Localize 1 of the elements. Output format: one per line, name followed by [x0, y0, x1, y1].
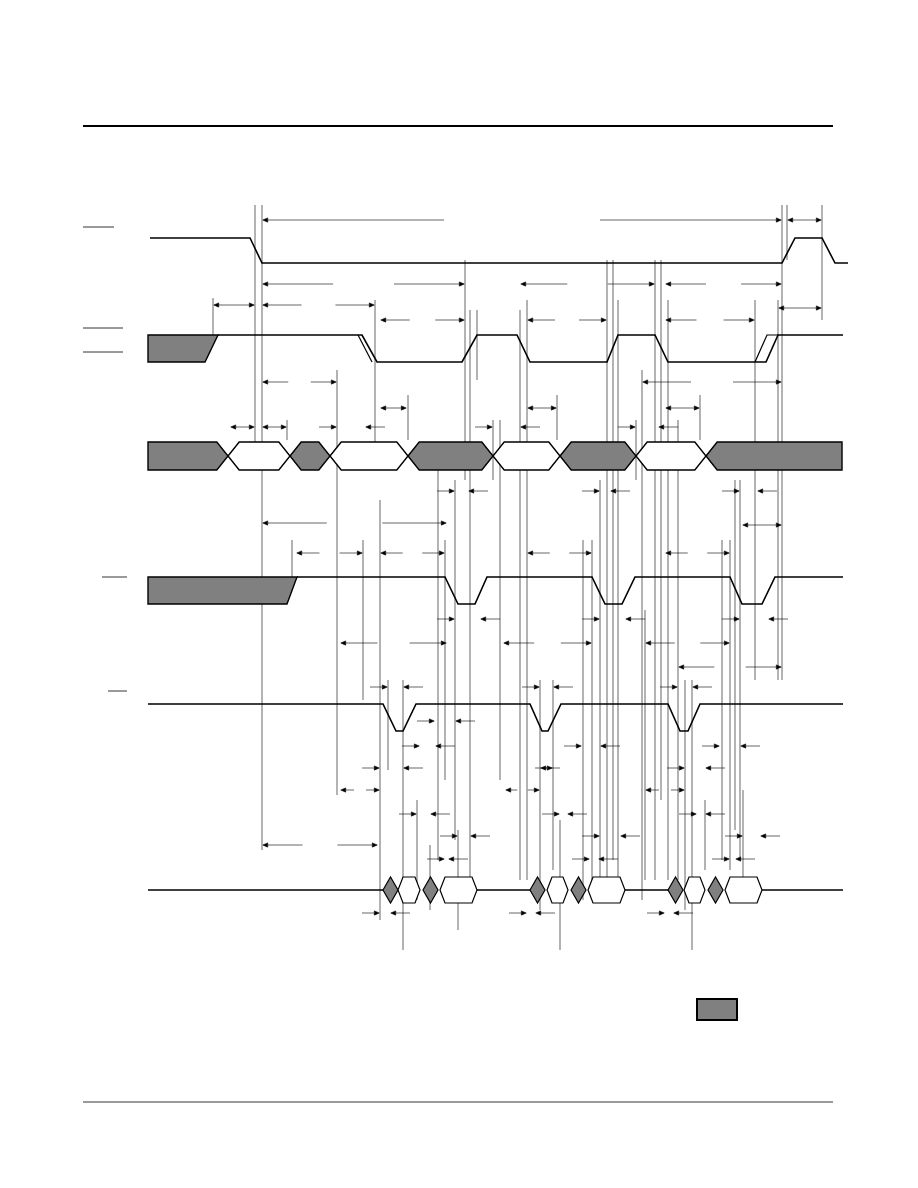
legend-swatch: [696, 998, 738, 1021]
